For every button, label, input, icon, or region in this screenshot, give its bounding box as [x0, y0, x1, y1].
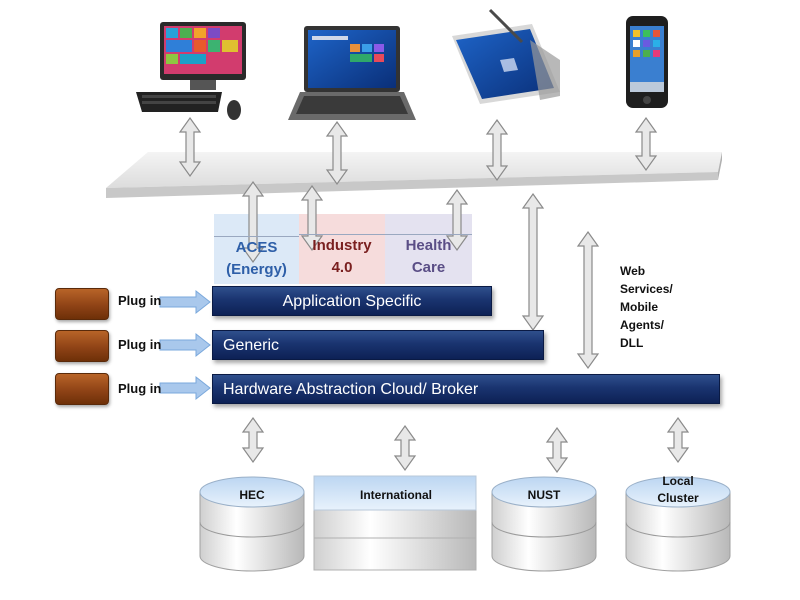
note-line: DLL: [620, 336, 644, 350]
hec-database: [199, 476, 305, 572]
layer-label: Generic: [223, 337, 280, 354]
desktop-computer-icon: [136, 22, 246, 120]
domain-label-line1: Industry: [312, 237, 372, 254]
domain-label-line1: ACES: [235, 239, 278, 256]
plugin-box: [55, 373, 109, 405]
cluster-label: Local: [662, 474, 694, 488]
platform-link-arrow: [521, 192, 545, 332]
device-link-arrow: [485, 118, 509, 182]
domain-label-line1: Health: [405, 237, 452, 254]
device-link-arrow: [325, 120, 349, 186]
domain-label-line2: Care: [411, 259, 446, 276]
laptop-icon: [288, 26, 416, 120]
plugin-label: Plug in: [118, 337, 162, 352]
nust-database: [491, 476, 597, 572]
device-link-arrow: [178, 116, 202, 178]
web-services-arrow: [576, 230, 600, 370]
note-line: Services/: [620, 282, 673, 296]
domain-health-care: Health Care: [385, 234, 472, 279]
cluster-databases: [199, 475, 731, 572]
cluster-label: HEC: [239, 488, 265, 502]
tablet-icon: [452, 8, 560, 104]
cluster-link-arrow: [393, 424, 417, 472]
layer-label: Hardware Abstraction Cloud/ Broker: [223, 381, 479, 398]
application-specific-layer: Application Specific: [212, 286, 492, 316]
web-services-note: Web Services/ Mobile Agents/ DLL: [620, 262, 673, 352]
domain-aces-energy: ACES (Energy): [214, 236, 299, 281]
cluster-international: International: [316, 487, 476, 504]
platform-link-arrow: [445, 188, 469, 252]
domain-label-line2: 4.0: [331, 259, 353, 276]
cluster-link-arrow: [545, 426, 569, 474]
note-line: Web: [620, 264, 646, 278]
hardware-abstraction-layer: Hardware Abstraction Cloud/ Broker: [212, 374, 720, 404]
domain-industry-4-0: Industry 4.0: [299, 234, 385, 279]
local-cluster-database: [625, 476, 731, 572]
connector-arrows: [178, 116, 690, 474]
integration-platform: [106, 152, 722, 198]
plugin-box: [55, 330, 109, 362]
cluster-label: International: [359, 488, 432, 502]
note-line: Agents/: [620, 318, 665, 332]
platform-link-arrow: [300, 184, 324, 252]
smartphone-icon: [626, 16, 668, 108]
cluster-nust: NUST: [496, 487, 592, 504]
cluster-hec: HEC: [204, 487, 300, 504]
cluster-local: Local Cluster: [630, 473, 726, 507]
device-link-arrow: [634, 116, 658, 172]
generic-layer: Generic: [212, 330, 544, 360]
cluster-label: NUST: [527, 488, 561, 502]
cluster-label: Cluster: [657, 491, 699, 505]
note-line: Mobile: [620, 300, 658, 314]
domain-label-line2: (Energy): [226, 261, 287, 278]
plugin-arrows: [159, 289, 211, 401]
platform-link-arrow: [241, 180, 265, 264]
cluster-link-arrow: [241, 416, 265, 464]
international-database: [313, 475, 477, 571]
plugin-box: [55, 288, 109, 320]
plugin-label: Plug in: [118, 293, 162, 308]
cluster-link-arrow: [666, 416, 690, 464]
layer-label: Application Specific: [282, 293, 422, 310]
plugin-label: Plug in: [118, 381, 162, 396]
